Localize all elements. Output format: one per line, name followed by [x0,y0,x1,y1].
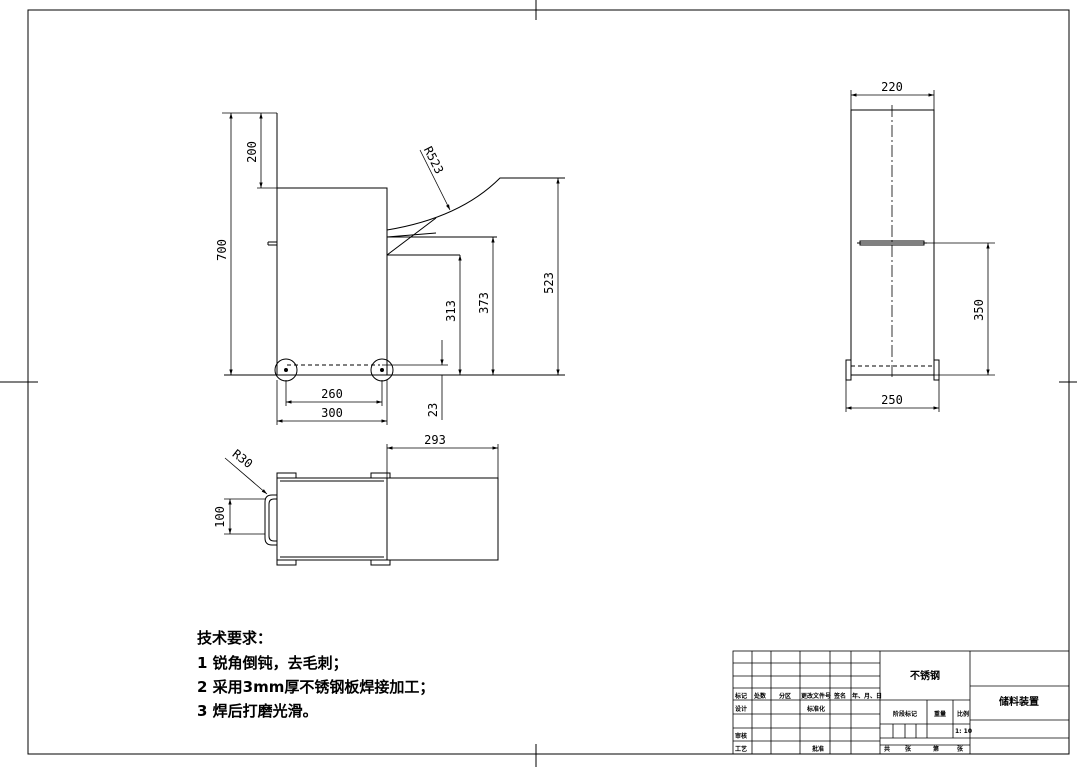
dim-523: 523 [542,272,556,294]
dim-220: 220 [881,80,903,94]
tb-total: 共 [884,745,890,753]
tb-sheet: 张 [905,745,912,753]
dim-293: 293 [424,433,446,447]
tb-material: 不锈钢 [910,669,940,682]
tb-header: 签名 [833,692,846,700]
note-item: 2 采用3mm厚不锈钢板焊接加工； [197,678,434,696]
dim-250: 250 [881,393,903,407]
tb-header: 年、月、日 [852,692,882,700]
tb-header: 处数 [753,692,767,700]
dim-313: 313 [444,300,458,322]
tb-design: 设计 [735,705,747,713]
note-item: 1 锐角倒钝，去毛刺； [197,654,348,672]
dim-23: 23 [426,403,440,417]
tb-stage-mark: 阶段标记 [893,710,917,718]
note-item: 3 焊后打磨光滑。 [197,702,318,720]
front-dimensions [222,112,565,425]
notes-title: 技术要求： [197,629,272,647]
dim-373: 373 [477,292,491,314]
tb-ratio: 比例 [957,710,969,718]
tb-standardize: 标准化 [806,705,825,713]
dim-260: 260 [321,387,343,401]
tb-header: 分区 [779,692,791,700]
dim-700: 700 [215,239,229,261]
tb-header: 标记 [734,692,747,700]
tb-part-name: 储料装置 [998,695,1039,708]
technical-notes: 技术要求： 1 锐角倒钝，去毛刺； 2 采用3mm厚不锈钢板焊接加工； 3 焊后… [197,629,434,720]
tb-review: 审核 [735,732,747,740]
top-dimensions [224,444,499,535]
top-view [264,472,499,566]
dim-300: 300 [321,406,343,420]
title-block [732,650,1070,755]
side-dimensions [845,90,995,412]
tb-weight: 重量 [934,710,946,718]
tb-scale: 1: 10 [955,728,972,735]
title-block-text: 标记 处数 分区 更改文件号 签名 年、月、日 设计 标准化 审核 工艺 批准 … [734,669,1039,753]
tb-page2: 张 [957,745,964,753]
dim-100: 100 [213,506,227,528]
side-view [845,105,940,381]
dim-r30: R30 [230,447,256,471]
dim-350: 350 [972,299,986,321]
dim-200: 200 [245,141,259,163]
tb-header: 更改文件号 [801,692,831,700]
dim-r523: R523 [421,144,447,176]
front-view [224,113,565,382]
tb-page: 第 [932,745,939,753]
tb-process: 工艺 [735,745,747,753]
tb-approve: 批准 [812,745,824,753]
